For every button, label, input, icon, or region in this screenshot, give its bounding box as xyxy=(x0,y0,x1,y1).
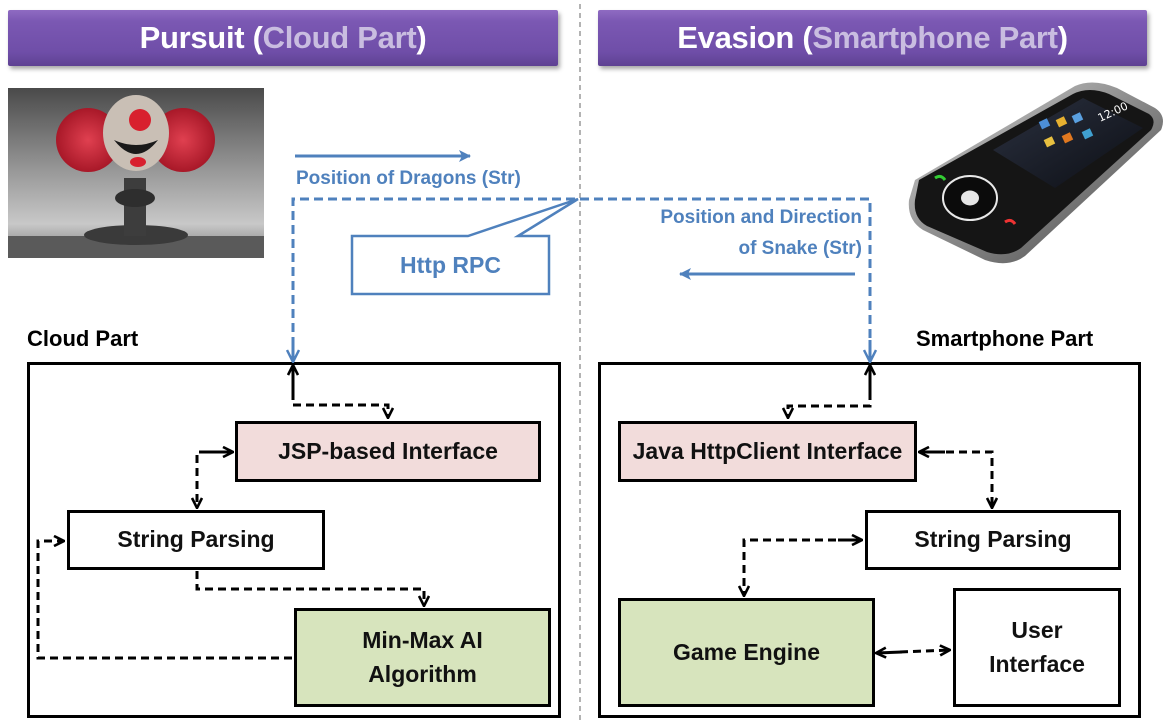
pursuit-header: Pursuit (Cloud Part) xyxy=(8,10,558,66)
cloud-entry-to-jsp xyxy=(291,392,388,418)
phone-string-parsing-label: String Parsing xyxy=(914,526,1072,553)
user-interface-box: User Interface xyxy=(953,588,1121,707)
smartphone-part-label: Smartphone Part xyxy=(916,326,1094,351)
evasion-title: Evasion ( xyxy=(677,20,813,55)
http-rpc-callout xyxy=(350,197,579,296)
game-engine-box: Game Engine xyxy=(618,598,875,707)
cloud-string-parsing-box: String Parsing xyxy=(67,510,325,570)
java-httpclient-label: Java HttpClient Interface xyxy=(632,437,903,464)
user-interface-label-line1: User xyxy=(1011,617,1063,644)
http-channel-path xyxy=(291,197,872,360)
position-of-dragons-label: Position of Dragons (Str) xyxy=(296,168,521,189)
cloud-part-container xyxy=(27,362,561,718)
java-to-parser-right xyxy=(920,450,992,508)
http-rpc-label: Http RPC xyxy=(400,251,501,278)
evasion-close-paren: ) xyxy=(1057,20,1068,55)
pursuit-close-paren: ) xyxy=(416,20,427,55)
minmax-to-parser-loop xyxy=(36,541,292,660)
parser-to-minmax xyxy=(195,571,424,606)
cloud-string-parsing-label: String Parsing xyxy=(117,526,275,553)
smartphone-image: 12:00 xyxy=(908,82,1163,264)
jsp-to-parser-left xyxy=(197,450,233,508)
jsp-interface-box: JSP-based Interface xyxy=(235,421,541,482)
phone-string-parsing-box: String Parsing xyxy=(865,510,1121,570)
evasion-subtitle: Smartphone Part xyxy=(812,20,1058,55)
pursuit-title: Pursuit ( xyxy=(139,20,263,55)
java-httpclient-box: Java HttpClient Interface xyxy=(618,421,917,482)
position-direction-snake-label-line1: Position and Direction xyxy=(660,207,862,228)
minmax-ai-label-line2: Algorithm xyxy=(368,660,477,687)
cloud-part-label: Cloud Part xyxy=(27,326,139,351)
pursuit-subtitle: Cloud Part xyxy=(262,20,417,55)
mushroom-cloud-clown-image xyxy=(8,88,264,258)
ui-engine-arrow xyxy=(876,652,903,653)
game-engine-label: Game Engine xyxy=(673,638,820,665)
engine-ui-link xyxy=(899,650,950,652)
minmax-ai-label-line1: Min-Max AI xyxy=(362,627,483,654)
jsp-interface-label: JSP-based Interface xyxy=(278,437,498,464)
phone-entry-to-java xyxy=(788,392,872,418)
position-direction-snake-label-line2: of Snake (Str) xyxy=(738,238,862,259)
parser-to-engine xyxy=(744,538,862,596)
smartphone-part-container xyxy=(598,362,1141,718)
user-interface-label-line2: Interface xyxy=(989,650,1085,677)
minmax-ai-box: Min-Max AI Algorithm xyxy=(294,608,551,707)
evasion-header: Evasion (Smartphone Part) xyxy=(598,10,1147,66)
